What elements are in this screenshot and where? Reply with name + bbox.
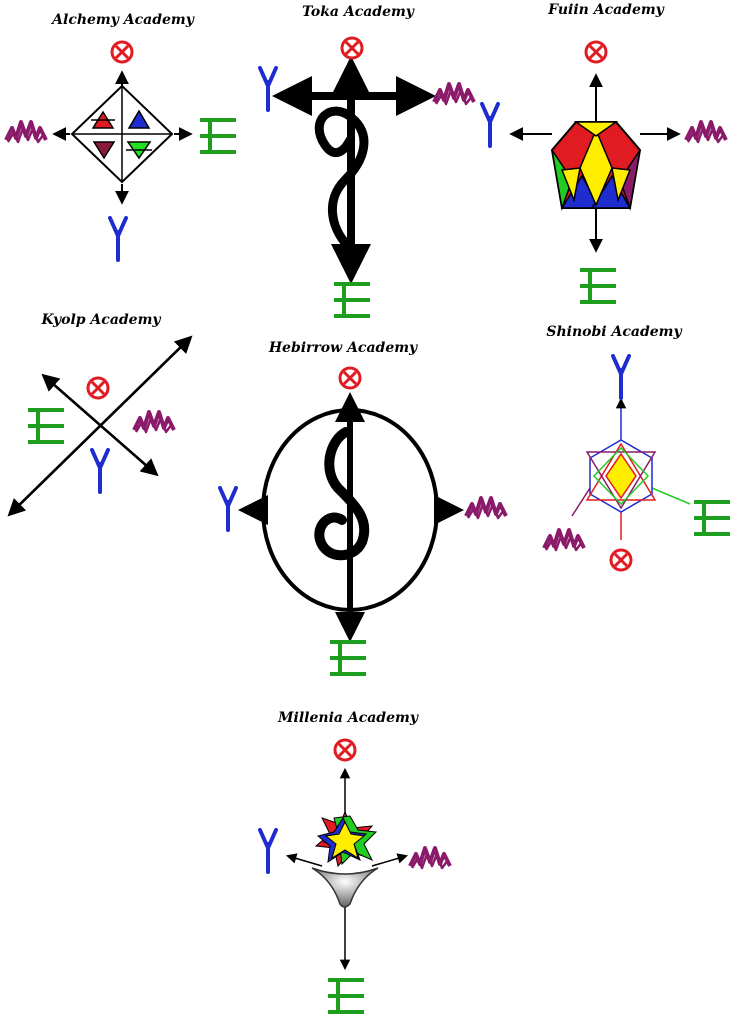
zigzag-icon [432,82,476,106]
hebirrow-academy-title: Hebirrow Academy [268,340,418,356]
fuiin-pentagon [550,121,642,211]
toka-academy-title: Toka Academy [302,4,415,20]
trident-icon [258,66,278,112]
trident-icon [90,448,110,494]
crossed-circle-icon [338,366,362,390]
ladder-icon [198,116,238,156]
ladder-icon [328,638,368,678]
shinobi-academy: Shinobi Academy [542,324,732,572]
shinobi-star [585,439,657,513]
hebirrow-academy: Hebirrow Academy [218,340,508,678]
toka-serpent [314,106,369,255]
hebirrow-serpent [314,427,370,561]
alchemy-academy-title: Alchemy Academy [50,12,195,28]
kyolp-academy: Kyolp Academy [7,312,193,517]
crossed-circle-icon [609,548,633,572]
zigzag-icon [684,120,728,144]
trident-icon [611,354,631,400]
trident-icon [258,828,278,874]
ladder-icon [332,280,372,320]
crossed-circle-icon [110,40,134,64]
ladder-icon [578,266,618,306]
millenia-star [314,810,378,868]
fuiin-academy-title: Fuiin Academy [547,2,665,18]
toka-academy: Toka Academy [258,4,476,320]
ladder-icon [26,406,66,446]
zigzag-icon [464,496,508,520]
zigzag-icon [542,528,586,552]
zigzag-icon [132,410,176,434]
millenia-academy: Millenia Academy [258,710,452,1016]
zigzag-icon [408,846,452,870]
trident-icon [480,102,500,148]
alchemy-academy: Alchemy Academy [4,12,238,262]
crossed-circle-icon [333,738,357,762]
ladder-icon [326,976,366,1016]
shinobi-academy-title: Shinobi Academy [546,324,682,340]
millenia-funnel [311,867,379,908]
fuiin-academy: Fuiin Academy [480,2,728,306]
ladder-icon [692,498,732,538]
crossed-circle-icon [584,40,608,64]
trident-icon [108,216,128,262]
crossed-circle-icon [86,376,110,400]
zigzag-icon [4,120,48,144]
trident-icon [218,486,238,532]
millenia-academy-title: Millenia Academy [277,710,419,726]
kyolp-academy-title: Kyolp Academy [40,312,161,328]
crossed-circle-icon [340,36,364,60]
